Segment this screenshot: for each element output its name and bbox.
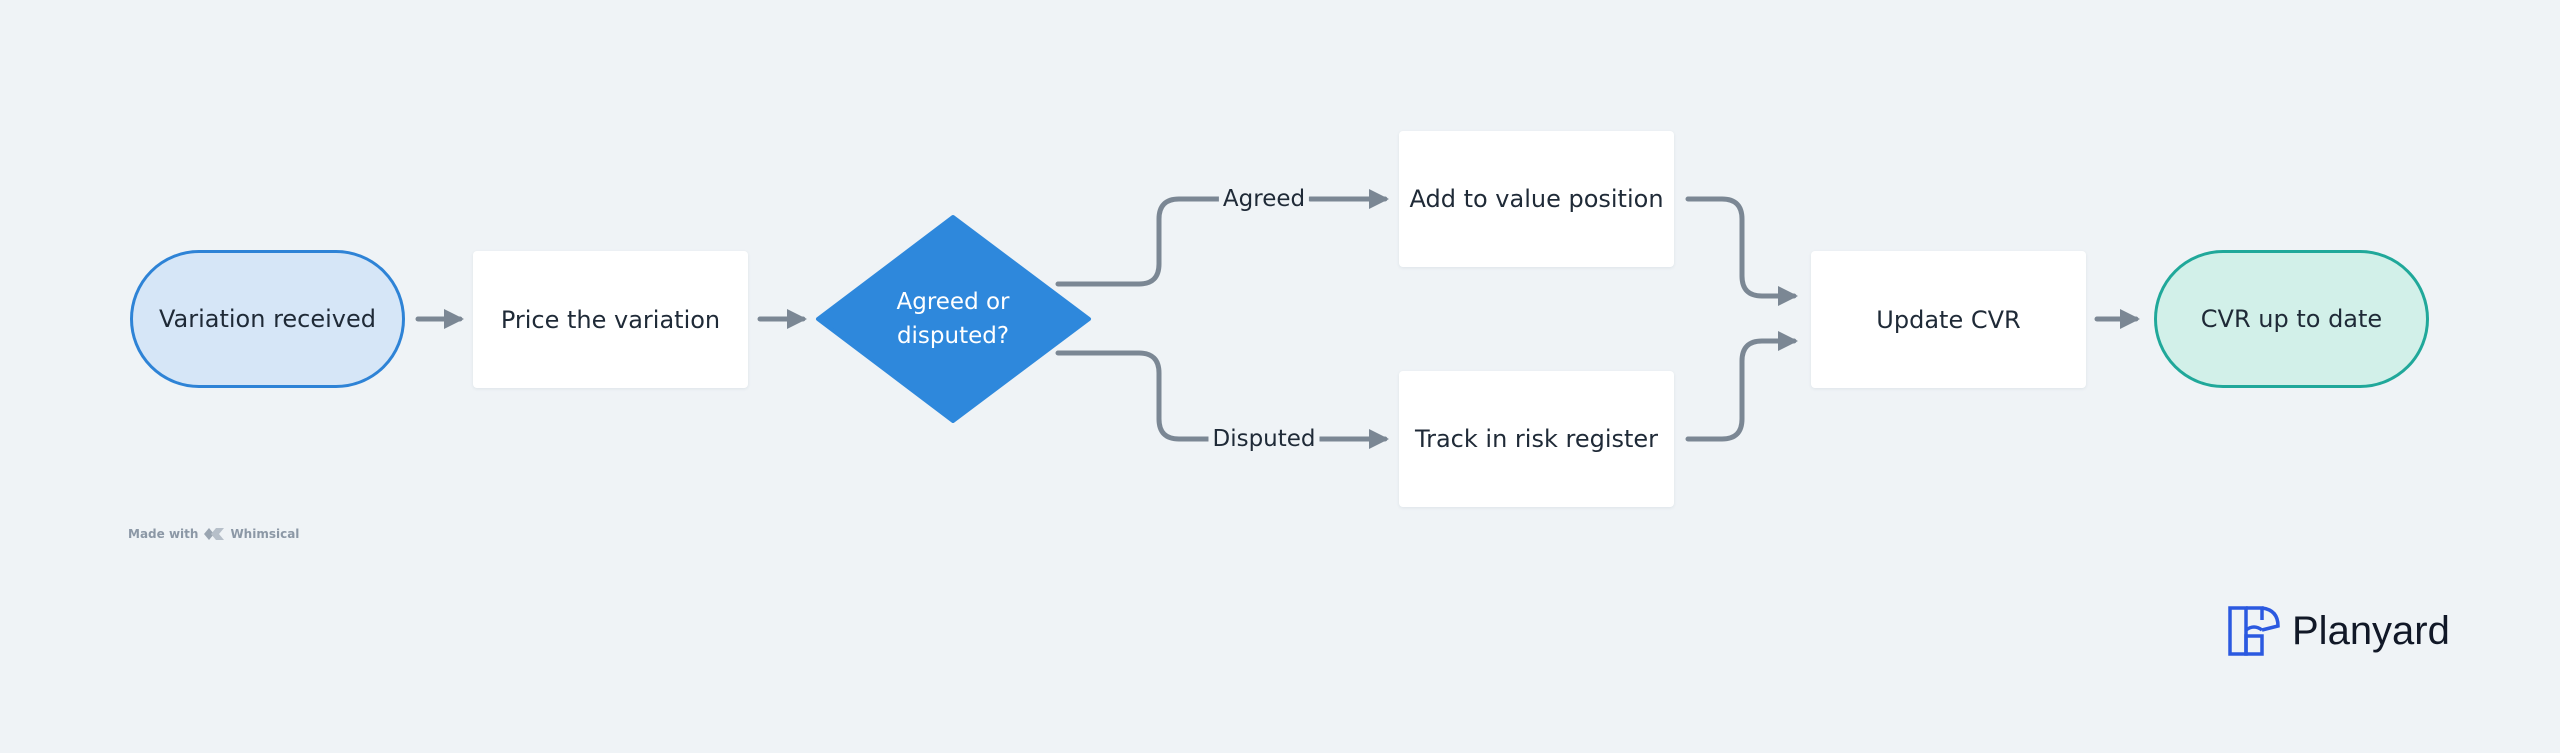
planyard-brand-name: Planyard (2292, 608, 2450, 653)
decision-label-line1: Agreed or (896, 289, 1010, 315)
start-node[interactable]: Variation received (130, 250, 405, 388)
decision-label: Agreed or disputed? (896, 285, 1009, 353)
price-variation-node[interactable]: Price the variation (473, 251, 748, 388)
decision-diamond[interactable] (816, 215, 1091, 423)
edge-label-disputed: Disputed (1208, 426, 1320, 452)
connector-decision-to-agreed (1055, 196, 1225, 287)
planyard-brand: Planyard (2228, 606, 2450, 656)
whimsical-text: Whimsical (230, 527, 300, 541)
add-value-position-node[interactable]: Add to value position (1399, 131, 1674, 267)
update-cvr-label: Update CVR (1876, 305, 2021, 334)
update-cvr-node[interactable]: Update CVR (1811, 251, 2086, 388)
end-node[interactable]: CVR up to date (2154, 250, 2429, 388)
made-with-text: Made with (128, 527, 199, 541)
connector-add-value-to-update (1685, 196, 1798, 306)
decision-label-line2: disputed? (896, 323, 1010, 349)
connector-decision-to-disputed (1055, 350, 1216, 442)
connector-track-risk-to-update (1685, 331, 1798, 442)
whimsical-logo-icon (204, 528, 225, 540)
track-risk-register-label: Track in risk register (1414, 425, 1659, 453)
end-node-label: CVR up to date (2200, 305, 2383, 333)
start-node-label: Variation received (158, 305, 377, 333)
made-with-badge[interactable]: Made with Whimsical (128, 526, 299, 542)
add-value-position-label: Add to value position (1409, 185, 1664, 213)
edge-label-agreed: Agreed (1218, 186, 1310, 212)
planyard-logo-icon (2228, 606, 2280, 656)
track-risk-register-node[interactable]: Track in risk register (1399, 371, 1674, 507)
price-variation-label: Price the variation (500, 305, 721, 334)
